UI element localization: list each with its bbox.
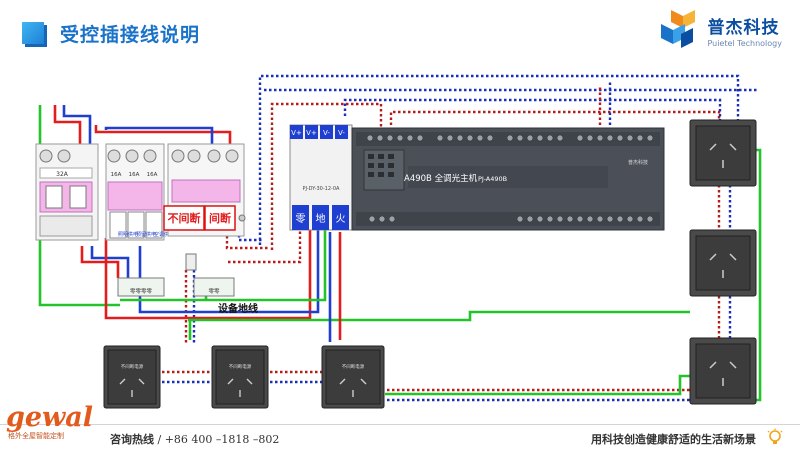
interrupted-label: 间断 xyxy=(209,211,231,225)
breaker-rating-2: 16A xyxy=(129,172,140,178)
hotline-number: / +86 400 –1818 –802 xyxy=(157,433,280,446)
breaker-label-3: 空调供电 xyxy=(154,231,174,238)
gewal-subtitle: 格外全屋智能定制 xyxy=(8,432,64,440)
psu-label-neutral: 零 xyxy=(296,213,306,225)
branch-breakers: 16A 16A 16A 照明供电 预留供电 空调供电 不间断 间断 xyxy=(105,143,246,241)
psu-label-ground: 地 xyxy=(316,212,326,225)
psu-model: PJ-DY-30-12-0A xyxy=(303,186,340,192)
uninterrupted-label: 不间断 xyxy=(168,211,201,225)
footer-divider xyxy=(0,424,800,425)
host-top-terminals xyxy=(366,134,654,142)
socket-label-2: 不间断电源 xyxy=(229,363,252,370)
socket-bottom-2: 不间断电源 xyxy=(211,345,269,409)
socket-right-1 xyxy=(689,119,757,187)
psu-terminal-4: V- xyxy=(338,129,345,137)
dotted-signal-wires xyxy=(157,74,757,402)
breaker-label-1: 照明供电 xyxy=(118,231,138,238)
socket-right-2 xyxy=(689,229,757,297)
hotline: 咨询热线 / +86 400 –1818 –802 xyxy=(110,431,279,447)
lightbulb-icon xyxy=(767,428,783,444)
breaker-rating-1: 16A xyxy=(111,172,122,178)
breaker-rating-3: 16A xyxy=(147,172,158,178)
power-supply: V+ V+ V- V- PJ-DY-30-12-0A 零 地 火 xyxy=(289,124,353,231)
main-breaker-rating: 32A xyxy=(56,171,69,178)
psu-terminal-3: V- xyxy=(323,129,330,137)
brand-logo-icon xyxy=(661,10,696,48)
terminal-label-mid: 零零 xyxy=(208,288,220,295)
brand: 普杰科技 Puietel Technology xyxy=(659,8,782,52)
psu-terminal-1: V+ xyxy=(291,129,302,137)
title-square-icon xyxy=(22,22,44,44)
main-breaker: 32A xyxy=(35,143,99,241)
host-model: PJ-A490B xyxy=(478,175,507,183)
breaker-label-2: 预留供电 xyxy=(136,231,156,238)
socket-right-3 xyxy=(689,337,757,405)
socket-bottom-3: 不间断电源 xyxy=(321,345,385,409)
page-title: 受控插接线说明 xyxy=(60,23,201,46)
socket-label-1: 不间断电源 xyxy=(121,363,144,370)
brand-subtitle: Puietel Technology xyxy=(707,38,782,48)
psu-terminal-2: V+ xyxy=(306,129,317,137)
gewal-logo: gewal 格外全屋智能定制 xyxy=(6,404,93,441)
hotline-label: 咨询热线 xyxy=(110,433,154,446)
brand-name: 普杰科技 xyxy=(707,17,780,38)
psu-label-live: 火 xyxy=(336,213,346,225)
title-area: 受控插接线说明 xyxy=(22,18,200,48)
slogan: 用科技创造健康舒适的生活新场景 xyxy=(591,433,756,446)
host-brand: 普杰科技 xyxy=(628,159,648,166)
socket-label-3: 不间断电源 xyxy=(342,363,365,370)
gewal-wordmark: gewal xyxy=(6,402,94,433)
terminal-label-left: 零零零零 xyxy=(130,288,153,295)
ground-wire-label: 设备地线 xyxy=(218,302,258,315)
dimming-host: A490B 全调光主机 PJ-A490B 普杰科技 xyxy=(351,127,665,231)
terminal-strips: 零零零零 零零 xyxy=(117,253,235,297)
host-title: A490B 全调光主机 xyxy=(404,173,478,184)
socket-bottom-1: 不间断电源 xyxy=(103,345,161,409)
